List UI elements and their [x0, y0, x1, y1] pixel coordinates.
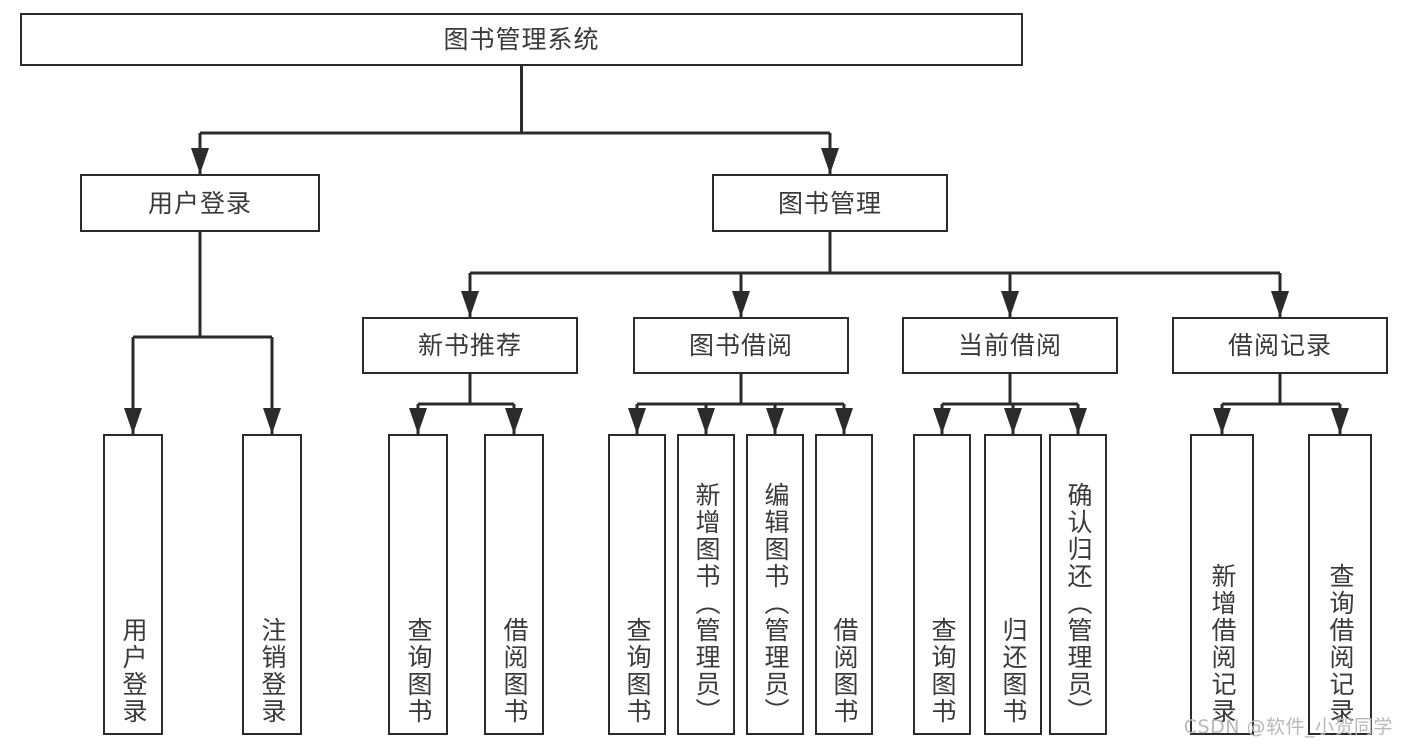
node-label: 图书管理系统: [443, 25, 600, 54]
node-label: 查询图书: [623, 617, 652, 725]
node-records[interactable]: 借阅记录: [1172, 317, 1388, 374]
node-rec-add[interactable]: 新增借阅记录: [1190, 434, 1254, 735]
node-label: 图书管理: [777, 188, 882, 218]
arrowhead-icon: [1001, 291, 1019, 317]
node-label: 借阅记录: [1227, 331, 1332, 360]
watermark-label: CSDN @软件_小贺同学: [1183, 716, 1393, 738]
node-nb-borrow[interactable]: 借阅图书: [484, 434, 544, 735]
node-label: 借阅图书: [830, 617, 859, 725]
arrowhead-icon: [1271, 291, 1289, 317]
node-cur-query[interactable]: 查询图书: [913, 434, 971, 735]
node-bk-query[interactable]: 查询图书: [608, 434, 666, 735]
arrowhead-icon: [1213, 408, 1231, 434]
node-label: 编辑图书（管理员）: [761, 482, 790, 725]
node-label: 查询图书: [404, 617, 433, 725]
node-rec-query[interactable]: 查询借阅记录: [1308, 434, 1372, 735]
node-bk-borrow[interactable]: 借阅图书: [815, 434, 873, 735]
node-bk-edit[interactable]: 编辑图书（管理员）: [746, 434, 804, 735]
node-label: 图书借阅: [688, 331, 793, 360]
arrowhead-icon: [263, 408, 281, 434]
node-bookmgmt[interactable]: 图书管理: [712, 174, 948, 232]
node-label: 当前借阅: [957, 331, 1062, 360]
arrowhead-icon: [697, 408, 715, 434]
node-label: 查询借阅记录: [1326, 563, 1355, 725]
arrowhead-icon: [1069, 408, 1087, 434]
arrowhead-icon: [1331, 408, 1349, 434]
node-label: 用户登录: [147, 188, 252, 218]
node-label: 借阅图书: [500, 617, 529, 725]
node-current[interactable]: 当前借阅: [902, 317, 1118, 374]
arrowhead-icon: [933, 408, 951, 434]
arrowhead-icon: [409, 408, 427, 434]
node-login-in[interactable]: 用户登录: [103, 434, 163, 735]
node-cur-confirm[interactable]: 确认归还（管理员）: [1049, 434, 1107, 735]
arrowhead-icon: [191, 148, 209, 174]
arrowhead-icon: [461, 291, 479, 317]
node-label: 注销登录: [258, 617, 287, 725]
arrowhead-icon: [124, 408, 142, 434]
node-bk-add[interactable]: 新增图书（管理员）: [677, 434, 735, 735]
node-nb-query[interactable]: 查询图书: [388, 434, 448, 735]
arrowhead-icon: [1004, 408, 1022, 434]
node-newbook[interactable]: 新书推荐: [362, 317, 578, 374]
node-cur-return[interactable]: 归还图书: [984, 434, 1042, 735]
arrowhead-icon: [628, 408, 646, 434]
arrowhead-icon: [766, 408, 784, 434]
node-label: 新书推荐: [417, 331, 522, 360]
arrowhead-icon: [732, 291, 750, 317]
node-root[interactable]: 图书管理系统: [20, 13, 1023, 66]
arrowhead-icon: [835, 408, 853, 434]
node-login[interactable]: 用户登录: [80, 174, 320, 232]
arrowhead-icon: [821, 148, 839, 174]
node-label: 新增借阅记录: [1208, 563, 1237, 725]
arrowhead-icon: [505, 408, 523, 434]
node-borrow[interactable]: 图书借阅: [633, 317, 849, 374]
node-label: 查询图书: [928, 617, 957, 725]
node-label: 新增图书（管理员）: [692, 482, 721, 725]
node-label: 用户登录: [119, 617, 148, 725]
node-label: 确认归还（管理员）: [1064, 482, 1093, 725]
node-login-out[interactable]: 注销登录: [242, 434, 302, 735]
node-label: 归还图书: [999, 617, 1028, 725]
